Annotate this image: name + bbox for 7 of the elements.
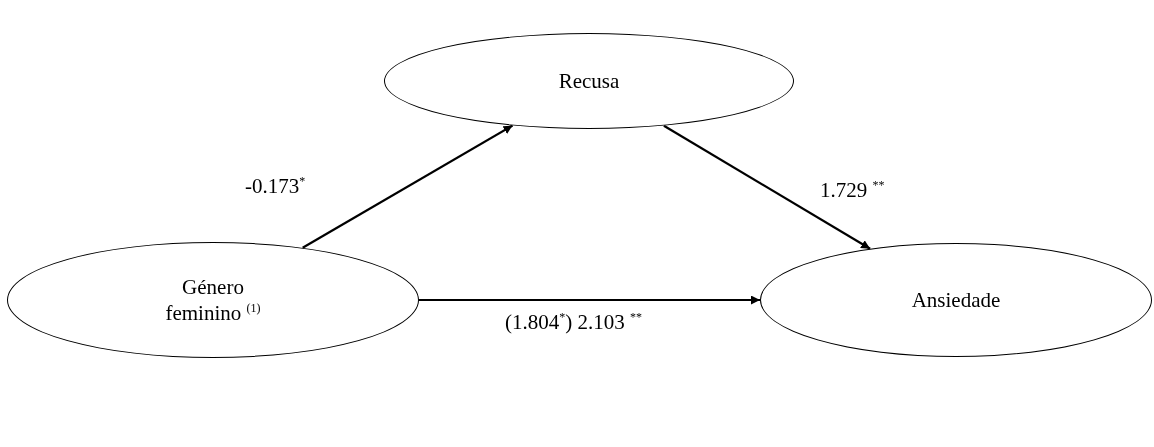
node-label: Género feminino $^{(1)}$ [164, 273, 262, 327]
arrow [663, 124, 871, 250]
node-label: Ansiedade [911, 286, 1001, 314]
node-label: Recusa [558, 67, 620, 95]
arrow [419, 295, 760, 305]
edge-label: (1.804$^{*}$) 2.103 $^{**}$ [505, 310, 642, 335]
arrow [302, 124, 514, 249]
